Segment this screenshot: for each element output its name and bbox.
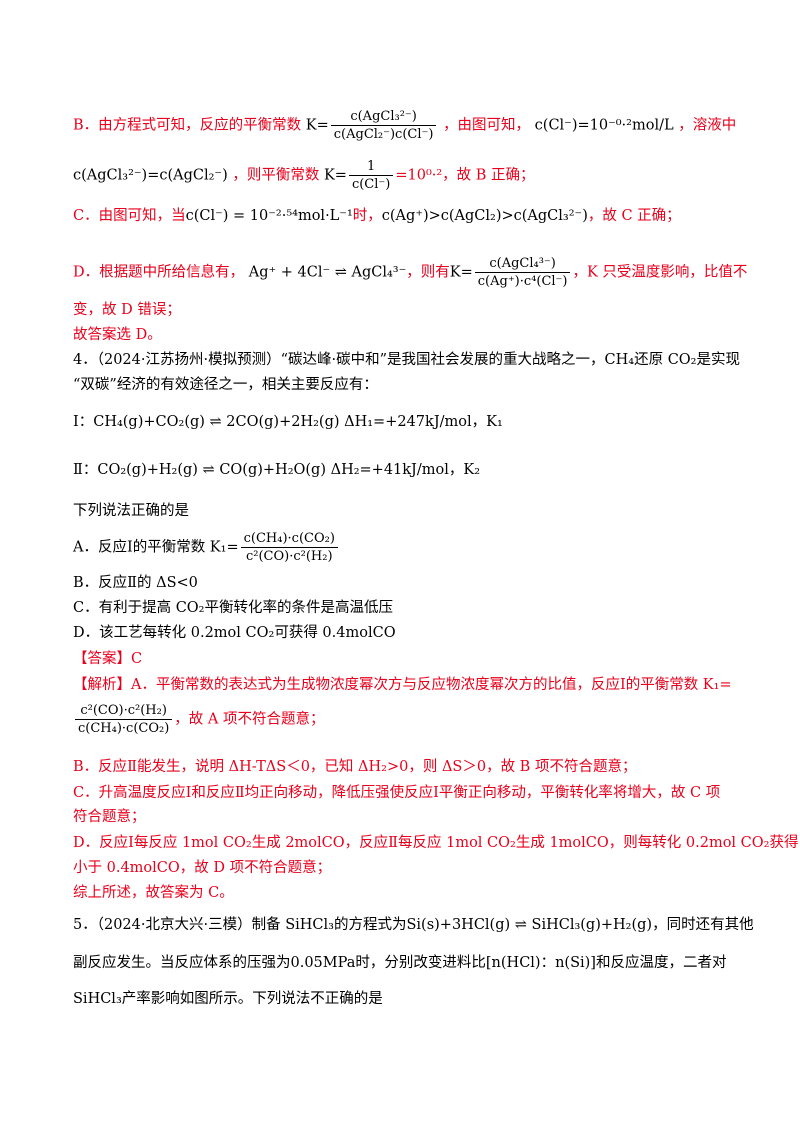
q4-explanation-a-fraction-line: c²(CO)·c²(H₂)c(CH₄)·c(CO₂)，故 A 项不符合题意；: [73, 702, 740, 737]
q4-option-a: A．反应Ⅰ的平衡常数 K₁=c(CH₄)·c(CO₂)c²(CO)·c²(H₂): [73, 530, 740, 565]
fraction-denominator: c²(CO)·c²(H₂): [245, 549, 333, 564]
q4-reaction-2: Ⅱ：CO₂(g)+H₂(g) ⇌ CO(g)+H₂O(g) ΔH₂=+41kJ/…: [73, 462, 481, 478]
q4-stem-line-2: “双碳”经济的有效途径之一，相关主要反应有：: [73, 377, 378, 393]
q5-stem-line-3: SiHCl₃产率影响如图所示。下列说法不正确的是: [73, 991, 383, 1007]
option-c-line: C．由图可知，当c(Cl⁻) = 10⁻²·⁵⁴mol·L⁻¹时，c(Ag⁺)>…: [73, 205, 740, 227]
chloride-condition: c(Cl⁻) = 10⁻²·⁵⁴mol·L⁻¹: [185, 208, 353, 224]
q4-explanation-fraction: c²(CO)·c²(H₂)c(CH₄)·c(CO₂): [75, 702, 173, 737]
concentration-equality: c(AgCl₃²⁻)=c(AgCl₂⁻): [73, 167, 228, 184]
option-b-line-1: B．由方程式可知，反应的平衡常数 K=c(AgCl₃²⁻)c(AgCl₂⁻)c(…: [73, 108, 740, 143]
fraction-numerator: c²(CO)·c²(H₂): [75, 702, 173, 720]
q4-option-c: C．有利于提高 CO₂平衡转化率的条件是高温低压: [73, 600, 393, 616]
option-d-line-2: 变，故 D 错误；: [73, 302, 181, 318]
q4-stem-line-1: 4．（2024·江苏扬州·模拟预测）“碳达峰·碳中和”是我国社会发展的重大战略之…: [73, 352, 740, 368]
q4-reaction-1: Ⅰ：CH₄(g)+CO₂(g) ⇌ 2CO(g)+2H₂(g) ΔH₁=+247…: [73, 414, 503, 430]
complex-constant-fraction: c(AgCl₄³⁻)c(Ag⁺)·c⁴(Cl⁻): [474, 255, 571, 290]
fraction-denominator: c(CH₄)·c(CO₂): [78, 721, 170, 736]
option-c-text: C．由图可知，当: [73, 208, 186, 224]
concentration-relation: c(Ag⁺)>c(AgCl₂)>c(AgCl₃²⁻): [381, 208, 588, 224]
option-d-text-3: ，K 只受温度影响，比值不: [572, 264, 748, 281]
q4-option-a-fraction: c(CH₄)·c(CO₂)c²(CO)·c²(H₂): [240, 530, 338, 565]
q4-question: 下列说法正确的是: [73, 503, 189, 519]
option-d-line-1: D．根据题中所给信息有， Ag⁺ + 4Cl⁻ ⇌ AgCl₄³⁻，则有K=c(…: [73, 255, 747, 290]
q4-explanation-b: B．反应Ⅱ能发生，说明 ΔH-TΔS＜0，已知 ΔH₂>0，则 ΔS＞0，故 B…: [73, 759, 637, 775]
q4-summary: 综上所述，故答案为 C。: [73, 885, 234, 901]
k-symbol: K=: [305, 117, 329, 134]
q5-stem-line-1: 5．（2024·北京大兴·三模）制备 SiHCl₃的方程式为Si(s)+3HCl…: [73, 914, 754, 936]
q5-text-3: 副反应发生。当反应体系的压强为: [73, 955, 291, 971]
fraction-numerator: c(AgCl₄³⁻): [474, 255, 571, 273]
complex-equation: Ag⁺ + 4Cl⁻ ⇌ AgCl₄³⁻: [248, 264, 407, 281]
fraction-denominator: c(AgCl₂⁻)c(Cl⁻): [333, 127, 434, 142]
fraction-denominator: c(Cl⁻): [351, 177, 391, 192]
q4-option-a-text: A．反应Ⅰ的平衡常数 K₁=: [73, 539, 239, 556]
option-b-text: B．由方程式可知，反应的平衡常数: [73, 117, 302, 134]
equilibrium-constant-fraction: c(AgCl₃²⁻)c(AgCl₂⁻)c(Cl⁻): [330, 108, 437, 143]
fraction-numerator: 1: [348, 158, 394, 176]
option-c-text-2: 时，: [352, 208, 382, 224]
q4-option-d: D．该工艺每转化 0.2mol CO₂可获得 0.4molCO: [73, 625, 396, 641]
fraction-denominator: c(Ag⁺)·c⁴(Cl⁻): [477, 274, 568, 289]
q4-explanation-a-conclusion: ，故 A 项不符合题意；: [174, 711, 325, 728]
option-b-text-2: ，由图可知，: [443, 117, 531, 134]
k-symbol-2: K=: [323, 167, 347, 184]
q4-explanation-c-1: C．升高温度反应Ⅰ和反应Ⅱ均正向移动，降低压强使反应Ⅰ平衡正向移动，平衡转化率将…: [73, 785, 721, 801]
q4-explanation-c-2: 符合题意；: [73, 809, 146, 825]
q5-feed-ratio: [n(HCl)：n(Si)]: [485, 955, 596, 971]
q5-stem-line-2: 副反应发生。当反应体系的压强为0.05MPa时，分别改变进料比[n(HCl)：n…: [73, 952, 740, 974]
chloride-concentration: c(Cl⁻)=10⁻⁰·²mol/L: [534, 117, 674, 134]
answer-summary-q3: 故答案选 D。: [73, 327, 162, 343]
k-symbol-3: K=: [449, 264, 473, 281]
q4-explanation-a: 【解析】A．平衡常数的表达式为生成物浓度幂次方与反应物浓度幂次方的比值，反应Ⅰ的…: [73, 677, 732, 693]
fraction-numerator: c(CH₄)·c(CO₂): [240, 530, 338, 548]
fraction-numerator: c(AgCl₃²⁻): [330, 108, 437, 126]
q4-answer: 【答案】C: [73, 651, 143, 667]
q4-option-b: B．反应Ⅱ的 ΔS<0: [73, 575, 198, 591]
option-b-conclusion: =10⁰·²，故 B 正确；: [395, 167, 535, 184]
option-c-conclusion: ，故 C 正确；: [587, 208, 681, 224]
q5-equation: Si(s)+3HCl(g) ⇌ SiHCl₃(g)+H₂(g): [406, 917, 653, 933]
q5-pressure: 0.05MPa: [290, 955, 356, 971]
q4-explanation-d-1: D．反应Ⅰ每反应 1mol CO₂生成 2molCO，反应Ⅱ每反应 1mol C…: [73, 835, 799, 851]
option-d-text: D．根据题中所给信息有，: [73, 264, 245, 281]
option-b-text-3: ，溶液中: [678, 117, 737, 134]
q4-explanation-d-2: 小于 0.4molCO，故 D 项不符合题意；: [73, 860, 332, 876]
q5-text-2: ，同时还有其他: [652, 917, 754, 933]
q5-text-4: 时，分别改变进料比: [355, 955, 486, 971]
option-b-text-4: ，则平衡常数: [232, 167, 320, 184]
q5-text: 5．（2024·北京大兴·三模）制备 SiHCl₃的方程式为: [73, 917, 407, 933]
option-d-text-2: ，则有: [406, 264, 450, 281]
q5-text-5: 和反应温度，二者对: [595, 955, 727, 971]
